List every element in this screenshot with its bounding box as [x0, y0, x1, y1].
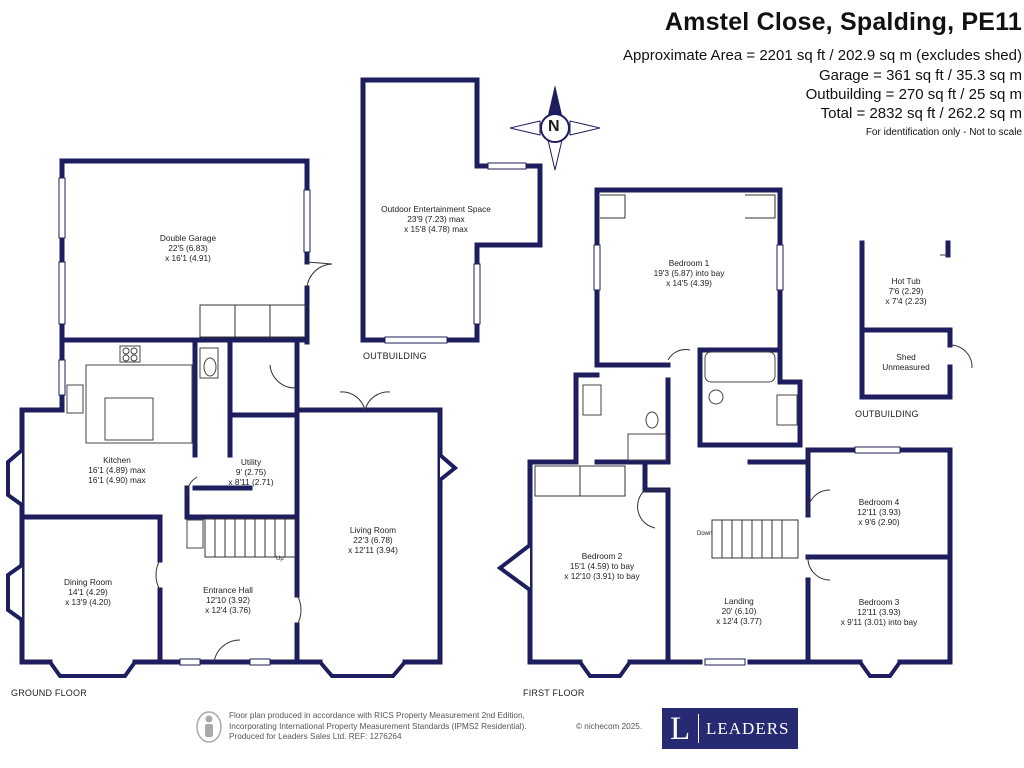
windows — [58, 162, 901, 666]
room-bedroom-1: Bedroom 1 19'3 (5.87) into bay x 14'5 (4… — [654, 258, 725, 288]
footer-line: Produced for Leaders Sales Ltd. REF: 127… — [229, 732, 402, 741]
room-bedroom-3: Bedroom 3 12'11 (3.93) x 9'11 (3.01) int… — [841, 597, 918, 627]
room-name: Dining Room — [64, 577, 112, 587]
outbuilding-label-2: OUTBUILDING — [855, 409, 919, 419]
room-dining: Dining Room 14'1 (4.29) x 13'9 (4.20) — [64, 577, 112, 607]
room-entrance-hall: Entrance Hall 12'10 (3.92) x 12'4 (3.76) — [203, 585, 253, 615]
room-dim: x 12'10 (3.91) to bay — [564, 571, 640, 581]
room-dim: x 9'11 (3.01) into bay — [840, 617, 918, 627]
room-name: Bedroom 1 — [668, 258, 710, 268]
room-dim: x 12'4 (3.77) — [716, 616, 762, 626]
room-shed: Shed Unmeasured — [882, 352, 930, 372]
ground-floor-label: GROUND FLOOR — [11, 688, 87, 698]
first-floor-label: FIRST FLOOR — [523, 688, 585, 698]
room-name: Bedroom 2 — [581, 551, 623, 561]
room-dim: 16'1 (4.90) max — [88, 475, 146, 485]
room-dim: 22'3 (6.78) — [353, 535, 393, 545]
room-dim: 23'9 (7.23) max — [407, 214, 465, 224]
logo-divider — [698, 714, 699, 743]
footer-line: Incorporating International Property Mea… — [229, 721, 527, 731]
footer-disclaimer: Floor plan produced in accordance with R… — [229, 711, 527, 743]
room-utility: Utility 9' (2.75) x 8'11 (2.71) — [228, 457, 273, 487]
room-name: Living Room — [349, 525, 397, 535]
room-dim: 22'5 (6.83) — [168, 243, 208, 253]
bay-windows — [6, 448, 902, 678]
outbuilding-area: Outbuilding = 270 sq ft / 25 sq m — [805, 86, 1022, 103]
room-dim: x 12'11 (3.94) — [348, 545, 398, 555]
ground-floor-walls — [19, 158, 443, 665]
logo-name: LEADERS — [706, 719, 790, 738]
room-dim: 7'6 (2.29) — [888, 286, 924, 296]
total-area: Total = 2832 sq ft / 262.2 sq m — [820, 105, 1022, 122]
room-name: Entrance Hall — [203, 585, 253, 595]
room-dim: 15'1 (4.59) to bay — [569, 561, 635, 571]
garage-area: Garage = 361 sq ft / 35.3 sq m — [818, 67, 1022, 84]
room-dim: 20' (6.10) — [721, 606, 757, 616]
first-floor-walls — [527, 187, 953, 665]
room-name: Utility — [240, 457, 262, 467]
room-dim: x 7'4 (2.23) — [885, 296, 927, 306]
room-name: Shed — [896, 352, 916, 362]
room-dim: 12'11 (3.93) — [857, 507, 901, 517]
room-dim: x 15'8 (4.78) max — [404, 224, 468, 234]
person-icon — [196, 711, 222, 743]
room-name: Outdoor Entertainment Space — [381, 204, 491, 214]
room-name: Double Garage — [159, 233, 217, 243]
page-title: Amstel Close, Spalding, PE11 — [664, 8, 1022, 36]
compass-n-label: N — [548, 118, 560, 135]
compass-rose — [509, 85, 601, 171]
room-dim: x 14'5 (4.39) — [666, 278, 712, 288]
room-bedroom-4: Bedroom 4 12'11 (3.93) x 9'6 (2.90) — [857, 497, 900, 527]
stairs — [204, 518, 799, 559]
copyright: © nichecom 2025. — [576, 722, 643, 731]
room-dim: Unmeasured — [882, 362, 930, 372]
room-dim: x 16'1 (4.91) — [165, 253, 211, 263]
room-name: Hot Tub — [891, 276, 921, 286]
footer-line: Floor plan produced in accordance with R… — [229, 711, 525, 720]
room-dim: 14'1 (4.29) — [68, 587, 108, 597]
room-hot-tub: Hot Tub 7'6 (2.29) x 7'4 (2.23) — [885, 276, 926, 306]
stairs-up-label: Up — [276, 556, 284, 562]
room-double-garage: Double Garage 22'5 (6.83) x 16'1 (4.91) — [160, 233, 216, 263]
scale-note: For identification only - Not to scale — [865, 127, 1022, 138]
room-name: Bedroom 3 — [858, 597, 900, 607]
wardrobes — [199, 194, 776, 497]
room-dim: x 9'6 (2.90) — [858, 517, 900, 527]
room-kitchen: Kitchen 16'1 (4.89) max 16'1 (4.90) max — [88, 455, 145, 485]
room-dim: x 8'11 (2.71) — [228, 477, 274, 487]
fittings — [66, 345, 798, 549]
room-landing: Landing 20' (6.10) x 12'4 (3.77) — [716, 596, 762, 626]
approx-area: Approximate Area = 2201 sq ft / 202.9 sq… — [623, 47, 1022, 64]
room-name: Landing — [724, 596, 754, 606]
room-dim: 9' (2.75) — [235, 467, 267, 477]
room-dim: x 13'9 (4.20) — [65, 597, 111, 607]
stairs-down-label: Down — [697, 531, 713, 537]
leaders-logo: L LEADERS — [662, 708, 798, 749]
room-name: Bedroom 4 — [858, 497, 900, 507]
door-swings — [155, 254, 973, 663]
room-bedroom-2: Bedroom 2 15'1 (4.59) to bay x 12'10 (3.… — [564, 551, 639, 581]
room-outdoor-entertainment: Outdoor Entertainment Space 23'9 (7.23) … — [381, 204, 491, 234]
hot-tub-shed-walls — [859, 240, 953, 400]
outbuilding-label: OUTBUILDING — [363, 351, 427, 361]
room-dim: 19'3 (5.87) into bay — [653, 268, 725, 278]
room-name: Kitchen — [103, 455, 131, 465]
room-dim: 12'11 (3.93) — [857, 607, 901, 617]
room-dim: 16'1 (4.89) max — [88, 465, 146, 475]
room-living: Living Room 22'3 (6.78) x 12'11 (3.94) — [348, 525, 398, 555]
room-dim: x 12'4 (3.76) — [205, 605, 251, 615]
room-dim: 12'10 (3.92) — [205, 595, 251, 605]
logo-letter: L — [670, 711, 691, 747]
